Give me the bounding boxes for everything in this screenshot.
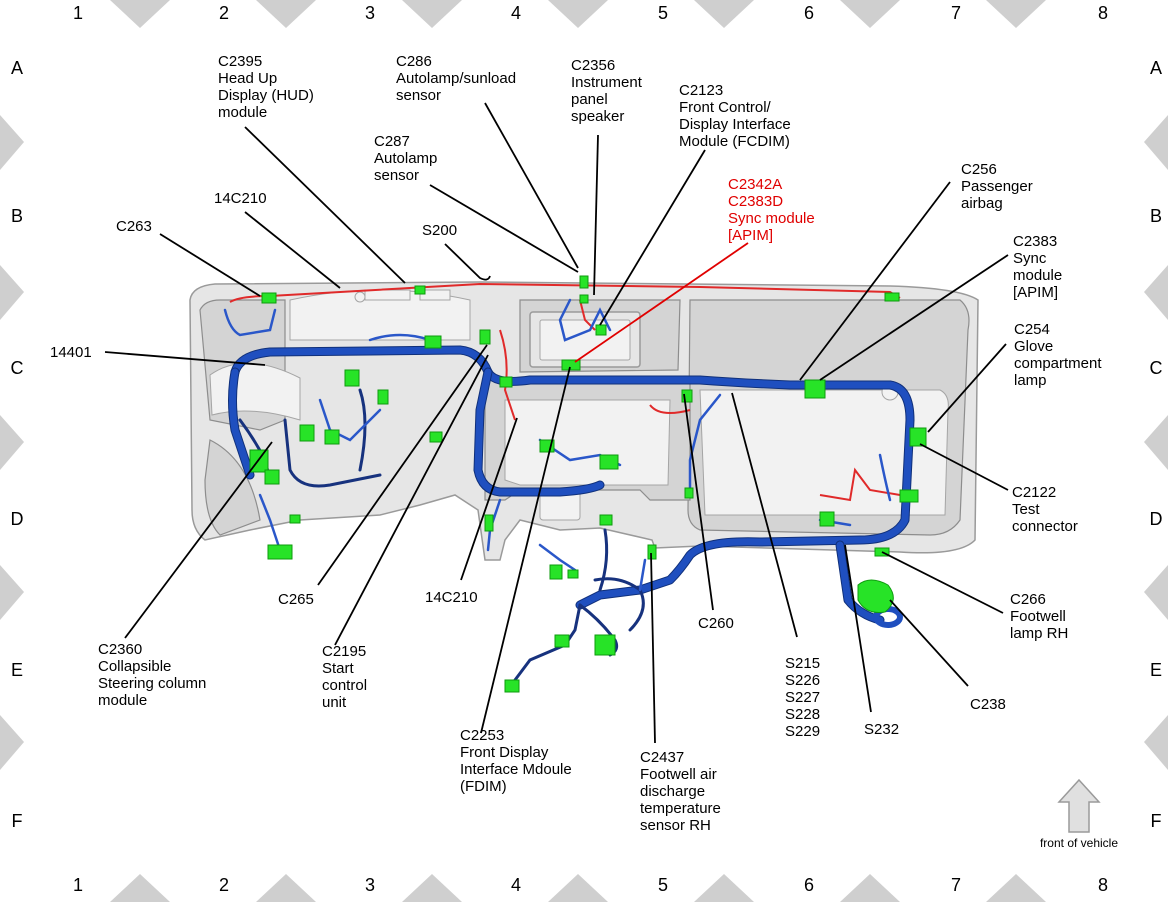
grid-row-label: F xyxy=(1151,811,1162,831)
label-c2342a: C2342A C2383D Sync module [APIM] xyxy=(728,176,819,244)
grid-column-labels-top: 1 2 3 4 5 6 7 8 xyxy=(73,3,1108,23)
label-c2437: C2437 Footwell air discharge temperature… xyxy=(640,749,725,834)
grid-col-label: 4 xyxy=(511,875,521,895)
label-c263: C263 xyxy=(116,218,152,235)
grid-row-label: F xyxy=(12,811,23,831)
grid-row-label: C xyxy=(1150,358,1163,378)
grid-row-label: D xyxy=(1150,509,1163,529)
label-c2122: C2122 Test connector xyxy=(1012,484,1078,535)
label-14c210-top: 14C210 xyxy=(214,190,267,207)
grid-col-label: 5 xyxy=(658,875,668,895)
grid-row-label: D xyxy=(11,509,24,529)
label-c2195: C2195 Start control unit xyxy=(322,643,371,711)
grid-col-label: 1 xyxy=(73,3,83,23)
label-14c210-bottom: 14C210 xyxy=(425,589,478,606)
label-c260: C260 xyxy=(698,615,734,632)
grid-column-labels-bottom: 1 2 3 4 5 6 7 8 xyxy=(73,875,1108,895)
grid-col-label: 8 xyxy=(1098,3,1108,23)
connectors xyxy=(249,275,927,693)
label-c265: C265 xyxy=(278,591,314,608)
front-of-vehicle-indicator: front of vehicle xyxy=(1040,778,1118,850)
label-c2383: C2383 Sync module [APIM] xyxy=(1013,233,1066,301)
label-c286: C286 Autolamp/sunload sensor xyxy=(396,53,520,104)
grid-col-label: 8 xyxy=(1098,875,1108,895)
label-c287: C287 Autolamp sensor xyxy=(374,133,442,184)
label-c2395: C2395 Head Up Display (HUD) module xyxy=(218,53,318,121)
grid-row-label: B xyxy=(1150,206,1162,226)
grid-row-label: E xyxy=(1150,660,1162,680)
wiring-harness xyxy=(223,282,915,682)
grid-row-label: B xyxy=(11,206,23,226)
grid-row-label: A xyxy=(1150,58,1162,78)
grid-col-label: 7 xyxy=(951,875,961,895)
label-c2360: C2360 Collapsible Steering column module xyxy=(98,641,211,709)
grid-col-label: 6 xyxy=(804,875,814,895)
label-14401: 14401 xyxy=(50,344,92,361)
grid-col-label: 6 xyxy=(804,3,814,23)
label-c2356: C2356 Instrument panel speaker xyxy=(571,57,646,125)
label-s215-group: S215 S226 S227 S228 S229 xyxy=(785,655,824,740)
grid-row-label: C xyxy=(11,358,24,378)
up-arrow-icon xyxy=(1057,778,1101,833)
grid-col-label: 3 xyxy=(365,3,375,23)
grid-col-label: 2 xyxy=(219,875,229,895)
label-s232: S232 xyxy=(864,721,899,738)
label-c238: C238 xyxy=(970,696,1006,713)
grid-col-label: 7 xyxy=(951,3,961,23)
instrument-panel xyxy=(189,281,979,561)
grid-col-label: 4 xyxy=(511,3,521,23)
grid-row-labels-left: A B C D E F xyxy=(11,58,24,831)
callout-labels: C2395 Head Up Display (HUD) module C286 … xyxy=(50,53,1106,834)
label-s200: S200 xyxy=(422,222,457,239)
grid-row-labels-right: A B C D E F xyxy=(1150,58,1163,831)
grid-row-label: E xyxy=(11,660,23,680)
grid-col-label: 3 xyxy=(365,875,375,895)
label-c254: C254 Glove compartment lamp xyxy=(1014,321,1106,389)
label-c266: C266 Footwell lamp RH xyxy=(1010,591,1070,642)
grid-col-label: 1 xyxy=(73,875,83,895)
label-c2123: C2123 Front Control/ Display Interface M… xyxy=(679,82,795,150)
label-c2253: C2253 Front Display Interface Mdoule (FD… xyxy=(460,727,576,795)
label-c256: C256 Passenger airbag xyxy=(961,161,1037,212)
grid-col-label: 5 xyxy=(658,3,668,23)
front-of-vehicle-label: front of vehicle xyxy=(1040,836,1118,850)
grid-col-label: 2 xyxy=(219,3,229,23)
leader-lines xyxy=(104,102,1009,744)
grid-row-label: A xyxy=(11,58,23,78)
